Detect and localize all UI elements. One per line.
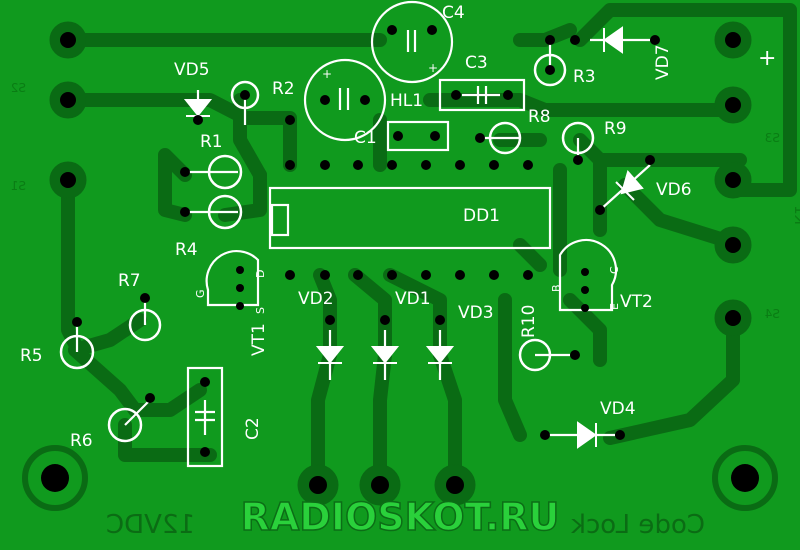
s2-mirror-label: S2 [11,81,26,95]
vt1-transistor-outline [205,250,260,307]
r7-label: R7 [118,271,141,291]
r7-ring [128,308,162,342]
vd5-label: VD5 [174,60,210,80]
r8-ring [488,121,522,155]
r6-resistor-body [124,399,151,426]
vd7-label: VD7 [653,44,673,80]
vd6-triangle [620,169,644,195]
plus-sign: + [758,46,776,71]
vt1-pin-g: G [194,289,207,298]
r9-ring [561,121,595,155]
watermark: RADIOSKOT.RU [241,495,560,539]
dd1-notch [270,203,290,237]
mount-hole-right [712,445,778,511]
r10-label: R10 [519,305,539,338]
c2-capacitor-outline [186,366,224,468]
vt2-pin-e: E [608,303,621,310]
code-lock-mirror-label: Code Lock [571,510,705,540]
vt2-pin-c: C [608,266,621,274]
mirrored-labels: S2 S1 S3 S4 12VDC Code Lock K1 [11,81,800,540]
drill-holes [41,25,759,494]
mount-hole-left [22,445,88,511]
r3-ring [533,53,567,87]
r4-label: R4 [175,240,198,260]
c3-capacitor-outline [438,78,526,112]
vd3-label: VD3 [458,303,494,323]
r1-label: R1 [200,132,223,152]
vt1-label: VT1 [249,323,269,356]
r6-label: R6 [70,431,93,451]
vt2-transistor-outline [558,238,618,312]
r5-label: R5 [20,346,43,366]
r10-ring [518,338,552,372]
vd1-triangle [370,346,400,364]
r6-ring [107,407,143,443]
c1-label: C1 [354,128,377,148]
vt1-pin-d: D [254,270,267,278]
resistor-rings [59,53,595,443]
vd4-label: VD4 [600,399,636,419]
c4-plus-sign: + [428,61,438,75]
s1-mirror-label: S1 [11,179,26,193]
vd3-triangle [425,346,455,364]
c4-label: C4 [442,3,465,23]
vd2-label: VD2 [298,289,334,309]
dd1-label: DD1 [463,206,500,226]
diode-symbols [183,26,644,449]
vd6-bar [615,181,635,201]
r4-ring [207,194,243,230]
c3-label: C3 [465,53,488,73]
c4-capacitor-outline [370,0,454,84]
hl1-label: HL1 [390,91,423,111]
vt2-label: VT2 [620,292,653,312]
vd2-triangle [315,346,345,364]
12vdc-mirror-label: 12VDC [106,510,195,540]
vt1-pin-s: S [254,307,267,314]
c2-label: C2 [243,417,263,440]
vt2-pin-b: B [550,284,563,292]
r8-label: R8 [528,107,551,127]
r3-label: R3 [573,67,596,87]
r9-label: R9 [604,119,627,139]
s3-mirror-label: S3 [765,131,780,145]
hl1-plus-sign: + [322,67,332,81]
c1-capacitor-outline [386,120,450,152]
vd5-triangle [183,99,213,117]
vd6-label: VD6 [656,180,692,200]
s4-mirror-label: S4 [765,307,780,321]
k1-mirror-label: K1 [791,206,800,225]
dd1-chip-outline [268,186,552,250]
vd4-triangle [577,421,597,449]
component-labels: VD5 R2 R1 R4 R7 R5 R6 C4 C3 C1 HL1 R3 R8… [20,3,776,451]
vd7-triangle [603,26,623,54]
c4-hl1-led-outline [303,58,387,142]
r5-ring [59,334,95,370]
r2-label: R2 [272,79,295,99]
r2-ring [230,80,260,110]
vd1-label: VD1 [395,289,431,309]
r1-ring [207,154,243,190]
